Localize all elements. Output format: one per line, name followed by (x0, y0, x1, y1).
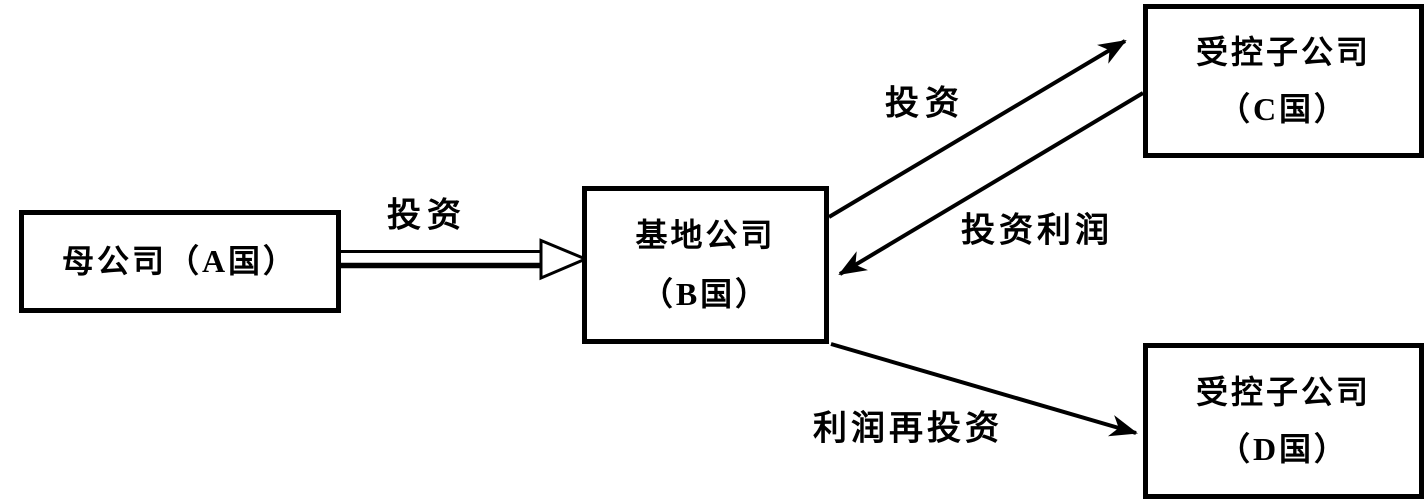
box-base-company-country: （B国） (640, 276, 771, 312)
box-parent-company-label: 母公司（A国） (61, 242, 299, 279)
box-parent-company: 母公司（A国） (19, 210, 341, 313)
box-subsidiary-c-country: （C国） (1217, 91, 1350, 127)
box-subsidiary-c-name: 受控子公司 (1195, 33, 1371, 70)
arrow-profit-c-to-b (838, 91, 1145, 276)
arrow-reinvest-b-to-d (830, 342, 1138, 437)
label-invest-b-to-c: 投资 (885, 85, 965, 123)
arrow-invest-a-to-b-head (539, 238, 590, 281)
box-base-company-name: 基地公司 (635, 216, 776, 253)
box-subsidiary-d-name: 受控子公司 (1195, 373, 1371, 410)
box-subsidiary-c: 受控子公司 （C国） (1143, 4, 1424, 158)
box-base-company: 基地公司 （B国） (582, 186, 829, 344)
label-reinvest-b-to-d: 利润再投资 (813, 410, 1003, 448)
arrow-invest-b-to-c (827, 39, 1127, 219)
box-subsidiary-d-country: （D国） (1217, 431, 1350, 467)
label-profit-c-to-b: 投资利润 (961, 212, 1113, 250)
label-invest-a-to-b: 投资 (387, 197, 467, 235)
arrow-invest-a-to-b (341, 238, 590, 281)
box-subsidiary-d: 受控子公司 （D国） (1143, 343, 1424, 499)
